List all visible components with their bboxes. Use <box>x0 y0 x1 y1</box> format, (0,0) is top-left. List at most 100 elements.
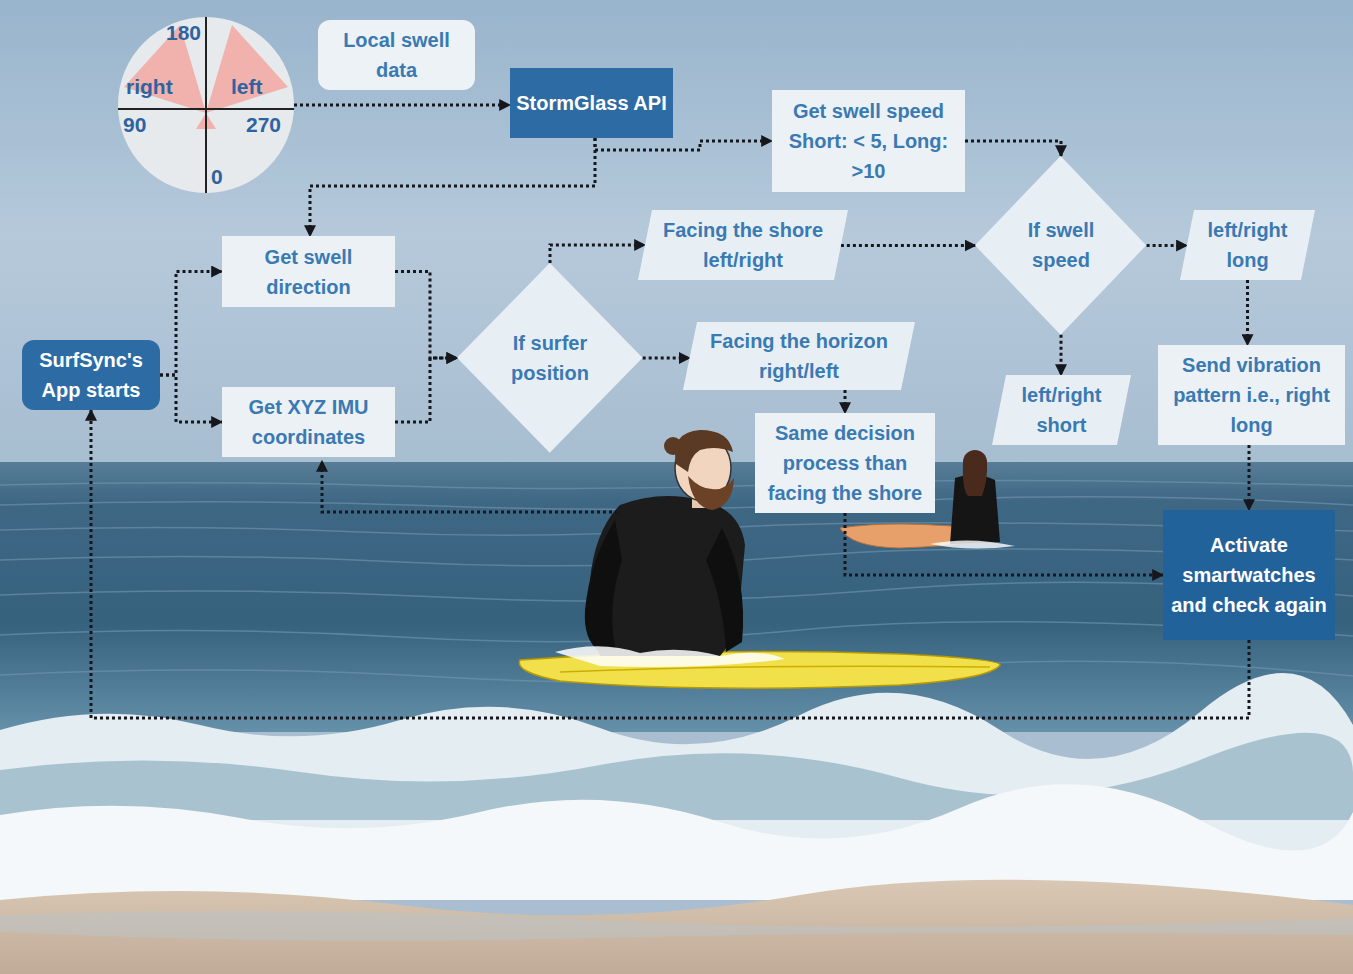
text-group: If swell speed <box>1011 215 1111 275</box>
io-parallelogram: Facing the horizon right/left <box>683 322 915 390</box>
flow-connector <box>1147 244 1187 247</box>
text-group: left/right long <box>1200 215 1295 275</box>
compass-label: right <box>126 75 173 99</box>
text-group: Get swell direction <box>228 242 389 302</box>
node-text: Activate smartwatches and check again <box>1169 530 1329 620</box>
process-box: SurfSync's App starts <box>22 340 160 410</box>
hair-bun <box>664 437 682 455</box>
flow-connector <box>160 375 222 422</box>
flow-connector <box>1246 280 1249 345</box>
flow-connector <box>965 141 1061 156</box>
flow-connector <box>845 513 1163 575</box>
sand <box>0 880 1353 974</box>
io-parallelogram: left/right short <box>992 375 1131 445</box>
node-text: Send vibration pattern i.e., right long <box>1164 350 1339 440</box>
head <box>963 450 987 474</box>
diamond-outline <box>457 263 643 453</box>
foam <box>0 784 1353 900</box>
io-parallelogram: left/right long <box>1180 210 1315 280</box>
text-group: Send vibration pattern i.e., right long <box>1164 350 1339 440</box>
shape-fill <box>975 156 1146 335</box>
compass-graphic <box>118 17 294 193</box>
flow-connector <box>395 358 457 422</box>
flow-connector <box>1060 335 1063 375</box>
flow-connector <box>595 138 772 150</box>
process-box: Get swell direction <box>222 236 395 307</box>
flow-connector <box>1248 445 1251 510</box>
compass-label: 0 <box>211 165 223 189</box>
node-text: Get XYZ IMU coordinates <box>228 392 389 452</box>
text-group: StormGlass API <box>516 88 667 118</box>
node-text: Local swell data <box>324 25 469 85</box>
flow-connector <box>844 390 847 413</box>
splash <box>555 646 785 667</box>
node-text: Get swell direction <box>228 242 389 302</box>
flow-connector <box>550 245 645 263</box>
text-group: left/right short <box>1012 380 1111 440</box>
compass-label: 90 <box>123 113 146 137</box>
compass-label: 270 <box>246 113 281 137</box>
shape-fill <box>1180 210 1315 280</box>
text-group: Get XYZ IMU coordinates <box>228 392 389 452</box>
process-box: Get XYZ IMU coordinates <box>222 387 395 457</box>
compass-axis <box>205 17 207 193</box>
shape-fill <box>638 210 848 280</box>
arm <box>706 528 743 652</box>
process-box: StormGlass API <box>510 68 673 138</box>
node-text: Get swell speed Short: < 5, Long: >10 <box>778 96 959 186</box>
text-group: Same decision process than facing the sh… <box>761 418 929 508</box>
text-group: If surfer position <box>494 328 606 388</box>
compass-face <box>118 17 294 193</box>
compass-axis <box>118 108 294 110</box>
arm <box>585 520 622 652</box>
node-text: Same decision process than facing the sh… <box>761 418 929 508</box>
hair <box>675 430 733 472</box>
flow-connector <box>294 104 510 107</box>
compass-label: 180 <box>166 21 201 45</box>
splash <box>930 540 1015 548</box>
flow-connector <box>310 138 595 236</box>
compass-circle: 180 right left 90 270 0 <box>118 17 294 193</box>
shape-fill <box>457 263 643 453</box>
sensor-arrow <box>322 461 618 512</box>
flow-connector <box>841 244 976 247</box>
flow-connector <box>160 272 222 376</box>
shape-fill <box>992 375 1131 445</box>
text-group: Facing the shore left/right <box>658 215 828 275</box>
process-box: Send vibration pattern i.e., right long <box>1158 345 1345 445</box>
board-stringer <box>560 666 990 672</box>
text-group: Local swell data <box>324 25 469 85</box>
decision-diamond: If surfer position <box>457 263 643 453</box>
node-text: SurfSync's App starts <box>28 345 154 405</box>
process-box: Same decision process than facing the sh… <box>755 413 935 513</box>
node-text: StormGlass API <box>516 88 667 118</box>
node-text: Facing the shore left/right <box>658 215 828 275</box>
process-box: Get swell speed Short: < 5, Long: >10 <box>772 90 965 192</box>
beard <box>688 476 734 510</box>
sea-ripples <box>0 480 1353 682</box>
shape-fill <box>683 322 915 390</box>
sky <box>0 0 1353 470</box>
node-text: If swell speed <box>1011 215 1111 275</box>
node-text: If surfer position <box>494 328 606 388</box>
diamond-outline <box>975 156 1146 335</box>
decision-diamond: If swell speed <box>975 156 1146 335</box>
flow-connector <box>395 272 457 359</box>
node-text: left/right short <box>1012 380 1111 440</box>
compass-label: left <box>231 75 263 99</box>
process-box: Local swell data <box>318 20 475 90</box>
left-sector <box>206 25 288 113</box>
io-parallelogram: Facing the shore left/right <box>638 210 848 280</box>
node-text: Facing the horizon right/left <box>703 326 895 386</box>
flow-connector <box>643 357 690 360</box>
wet-sand <box>0 911 1353 941</box>
text-group: SurfSync's App starts <box>28 345 154 405</box>
text-group: Facing the horizon right/left <box>703 326 895 386</box>
sea <box>0 462 1353 732</box>
text-group: Activate smartwatches and check again <box>1169 530 1329 620</box>
foam <box>0 673 1353 900</box>
process-box: Activate smartwatches and check again <box>1163 510 1335 640</box>
text-group: Get swell speed Short: < 5, Long: >10 <box>778 96 959 186</box>
